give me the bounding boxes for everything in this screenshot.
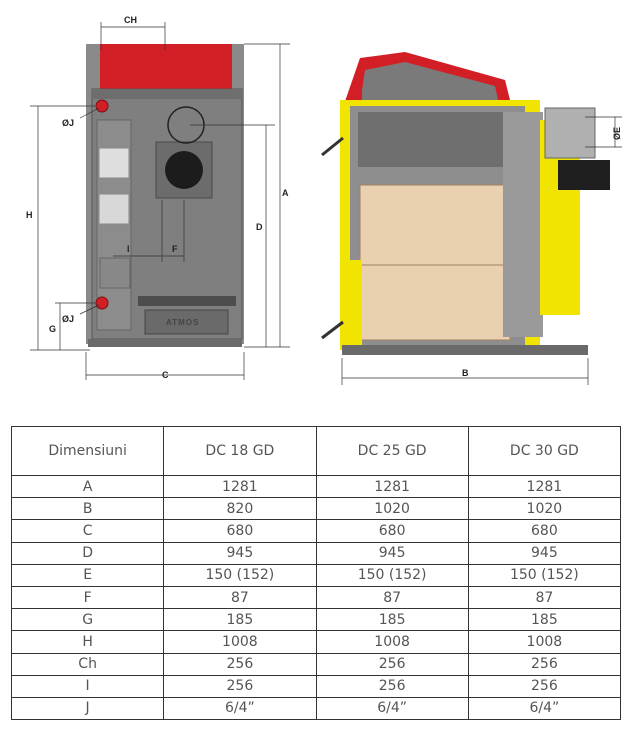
table-header-row: Dimensiuni DC 18 GD DC 25 GD DC 30 GD	[10, 426, 622, 476]
value-cell: 87	[467, 585, 622, 610]
front-dimension-lines	[30, 22, 290, 380]
value-cell: 150 (152)	[163, 563, 317, 587]
dimension-cell: D	[10, 541, 165, 565]
value-cell: 680	[467, 519, 622, 543]
value-cell: 256	[315, 674, 469, 698]
dim-h-label: H	[26, 210, 33, 220]
value-cell: 150 (152)	[315, 563, 469, 587]
value-cell: 945	[163, 541, 317, 565]
dim-i-label: I	[127, 244, 130, 254]
side-dimension-lines	[341, 116, 622, 385]
value-cell: 256	[467, 674, 622, 698]
dim-f-label: F	[172, 244, 178, 254]
dim-e-label: ØE	[612, 127, 622, 140]
dimension-cell: A	[10, 474, 165, 499]
value-cell: 945	[315, 541, 469, 565]
value-cell: 1008	[467, 630, 622, 654]
value-cell: 185	[467, 608, 622, 632]
dim-d-label: D	[256, 222, 263, 232]
value-cell: 6/4”	[163, 696, 317, 721]
value-cell: 1008	[315, 630, 469, 654]
value-cell: 1281	[163, 474, 317, 499]
value-cell: 256	[163, 652, 317, 676]
value-cell: 185	[163, 608, 317, 632]
dimension-cell: C	[10, 519, 165, 543]
value-cell: 680	[315, 519, 469, 543]
value-cell: 256	[163, 674, 317, 698]
dim-b-label: B	[462, 368, 469, 378]
boiler-dimension-drawing: ATMOS CH A D H G C I F ØJ Ø	[26, 15, 622, 385]
dim-c-label: C	[162, 370, 169, 380]
dimension-cell: E	[10, 563, 165, 587]
dim-ch-label: CH	[124, 15, 137, 25]
boiler-front-view: ATMOS	[86, 44, 244, 347]
header-dc18gd: DC 18 GD	[163, 426, 317, 476]
value-cell: 87	[163, 585, 317, 610]
value-cell: 945	[467, 541, 622, 565]
value-cell: 1281	[467, 474, 622, 499]
dimension-cell: Ch	[10, 652, 165, 676]
value-cell: 1008	[163, 630, 317, 654]
atmos-logo: ATMOS	[166, 318, 199, 327]
value-cell: 185	[315, 608, 469, 632]
value-cell: 6/4”	[467, 696, 622, 721]
value-cell: 820	[163, 497, 317, 521]
value-cell: 256	[315, 652, 469, 676]
dimension-cell: F	[10, 585, 165, 610]
header-dc30gd: DC 30 GD	[467, 426, 622, 476]
dim-g-label: G	[49, 324, 56, 334]
dimension-cell: J	[10, 696, 165, 721]
value-cell: 6/4”	[315, 696, 469, 721]
dimension-cell: B	[10, 497, 165, 521]
value-cell: 150 (152)	[467, 563, 622, 587]
header-dimensiuni: Dimensiuni	[10, 426, 165, 476]
dim-j-bottom-label: ØJ	[62, 314, 74, 324]
value-cell: 1020	[467, 497, 622, 521]
dimension-cell: H	[10, 630, 165, 654]
value-cell: 87	[315, 585, 469, 610]
value-cell: 256	[467, 652, 622, 676]
value-cell: 680	[163, 519, 317, 543]
dim-j-top-label: ØJ	[62, 118, 74, 128]
dimension-cell: I	[10, 674, 165, 698]
dim-a-label: A	[282, 188, 289, 198]
header-dc25gd: DC 25 GD	[315, 426, 469, 476]
boiler-side-view	[321, 52, 610, 355]
value-cell: 1281	[315, 474, 469, 499]
dimension-cell: G	[10, 608, 165, 632]
value-cell: 1020	[315, 497, 469, 521]
